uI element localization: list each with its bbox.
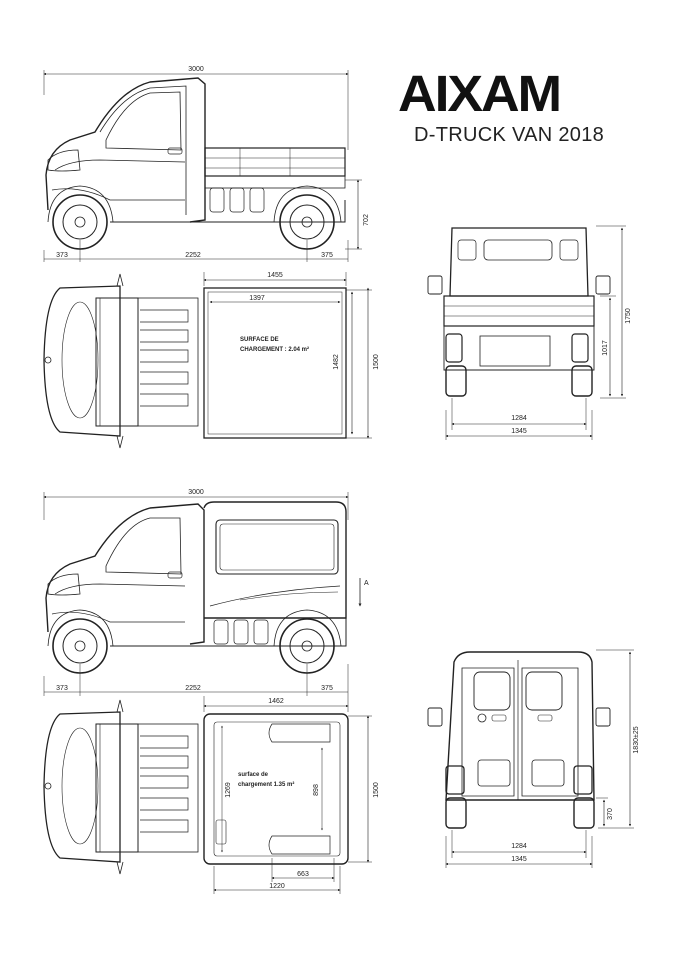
- pickup-overall-width-dim: 1500: [373, 354, 380, 370]
- van-wheelbase-dim: 2252: [185, 685, 201, 692]
- pickup-top-view: [43, 272, 372, 449]
- van-surface-label-2: chargement 1.35 m²: [238, 781, 294, 788]
- van-floor-length-dim: 663: [297, 871, 309, 878]
- van-rear-height-dim: 1830±25: [633, 726, 640, 753]
- pickup-bed-length-dim: 1455: [267, 272, 283, 279]
- van-top-view: [43, 696, 372, 894]
- brand-logo: AIXAM: [398, 65, 562, 122]
- pickup-surface-label-1: SURFACE DE: [240, 337, 279, 343]
- van-rear-track-dim: 1284: [511, 843, 527, 850]
- van-rear-overhang-dim: 375: [321, 685, 333, 692]
- pickup-rear-floor-height-dim: 1017: [602, 340, 609, 356]
- pickup-side-view: [43, 70, 362, 262]
- van-box-inner-length-dim: 1220: [269, 883, 285, 890]
- van-rear-width-dim: 1345: [511, 856, 527, 863]
- pickup-surface-label-2: CHARGEMENT : 2.04 m²: [240, 346, 309, 353]
- van-inner-width-dim: 1269: [225, 782, 232, 798]
- van-front-overhang-dim: 373: [56, 685, 68, 692]
- van-section-marker: A: [364, 580, 369, 587]
- van-overall-width-dim: 1500: [373, 782, 380, 798]
- van-length-dim: 3000: [188, 489, 204, 496]
- pickup-rear-overhang-dim: 375: [321, 252, 333, 259]
- pickup-rear-width-dim: 1345: [511, 428, 527, 435]
- pickup-length-dim: 3000: [188, 66, 204, 73]
- van-rear-floor-height-dim: 370: [607, 808, 614, 820]
- van-side-view: [43, 492, 362, 696]
- pickup-front-overhang-dim: 373: [56, 252, 68, 259]
- van-floor-width-dim: 898: [313, 784, 320, 796]
- pickup-rear-height-dim: 1750: [625, 308, 632, 324]
- pickup-rear-view: [427, 225, 626, 440]
- pickup-bed-height-dim: 702: [363, 214, 370, 226]
- model-title: D-TRUCK VAN 2018: [414, 124, 605, 146]
- pickup-bed-width-dim: 1482: [333, 354, 340, 370]
- van-box-length-dim: 1462: [268, 698, 284, 705]
- pickup-bed-inner-length-dim: 1397: [249, 295, 265, 302]
- pickup-rear-track-dim: 1284: [511, 415, 527, 422]
- van-surface-label-1: surface de: [238, 772, 269, 778]
- pickup-wheelbase-dim: 2252: [185, 252, 201, 259]
- van-rear-view: [427, 649, 634, 868]
